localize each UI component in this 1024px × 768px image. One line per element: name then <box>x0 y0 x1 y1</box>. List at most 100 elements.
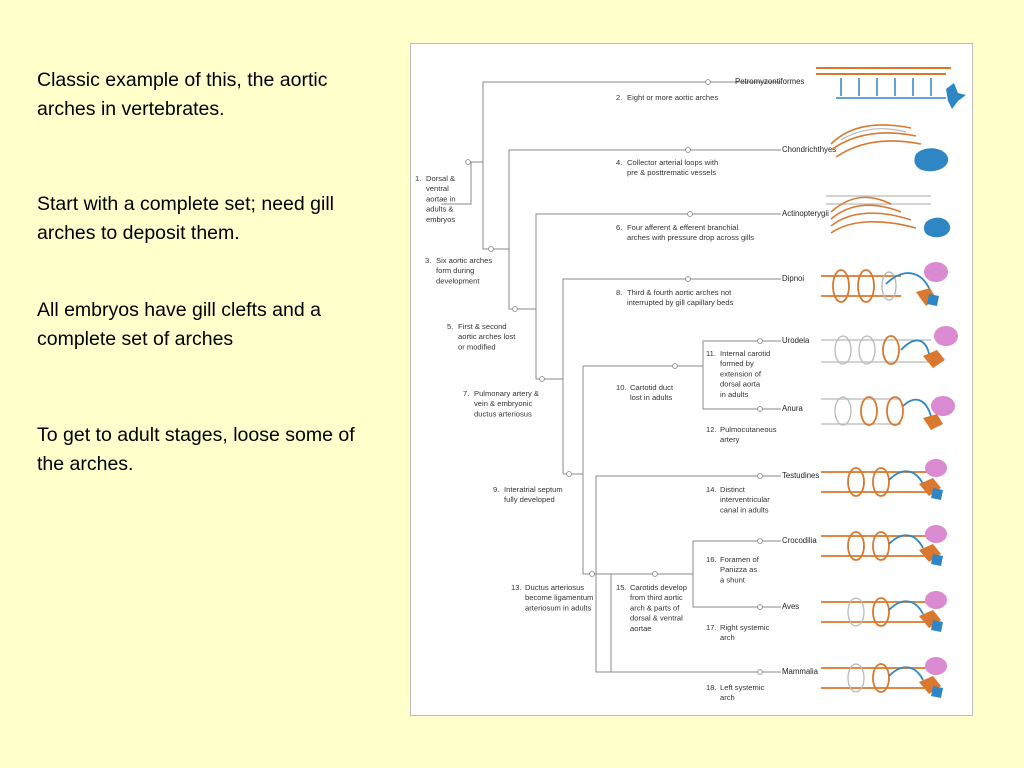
character-text-line: interrupted by gill capillary beds <box>627 298 734 307</box>
character-number: 4. <box>616 158 622 167</box>
character-text-line: Left systemic <box>720 683 765 692</box>
taxon-crocodilia: Crocodilia <box>782 536 817 545</box>
character-text-line: from third aortic <box>630 593 683 602</box>
character-text-line: Ductus arteriosus <box>525 583 584 592</box>
taxon-dipnoi: Dipnoi <box>782 274 804 283</box>
taxon-mammalia: Mammalia <box>782 667 819 676</box>
taxon-petromyzontiformes: Petromyzontiformes <box>735 77 804 86</box>
character-text-line: Distinct <box>720 485 746 494</box>
character-text-line: Third & fourth aortic arches not <box>627 288 732 297</box>
character-text-line: canal in adults <box>720 505 769 514</box>
character-text-line: in adults <box>720 390 748 399</box>
character-number: 8. <box>616 288 622 297</box>
character-text-line: vein & embryonic <box>474 399 532 408</box>
character-number: 5. <box>447 322 453 331</box>
character-text-line: Four afferent & efferent branchial <box>627 223 738 232</box>
taxon-aves: Aves <box>782 602 799 611</box>
character-text-line: development <box>436 276 480 285</box>
sketch-mammal <box>821 657 947 698</box>
character-text-line: Dorsal & <box>426 174 455 183</box>
sketch-salamander <box>821 326 958 368</box>
character-text-line: artery <box>720 435 740 444</box>
character-text-line: dorsal aorta <box>720 380 761 389</box>
character-text-line: interventricular <box>720 495 770 504</box>
sketch-shark <box>830 124 949 172</box>
paragraph-aortic-arches: Classic example of this, the aortic arch… <box>37 69 328 120</box>
cladogram-figure: Petromyzontiformes Chondrichthyes Actino… <box>410 43 973 716</box>
character-nodes <box>465 79 763 675</box>
character-text-line: ductus arteriosus <box>474 409 532 418</box>
sketch-bird <box>821 591 947 632</box>
sketch-turtle <box>821 459 947 500</box>
character-number: 11. <box>706 349 716 358</box>
paragraph-adult-stages: To get to adult stages, loose some of th… <box>37 424 355 475</box>
character-text-line: form during <box>436 266 474 275</box>
character-text-line: arch <box>720 693 735 702</box>
paragraph-gill-clefts: All embryos have gill clefts and a compl… <box>37 299 321 350</box>
character-text-line: Collector arterial loops with <box>627 158 718 167</box>
taxon-urodela: Urodela <box>782 336 810 345</box>
cladogram-svg: Petromyzontiformes Chondrichthyes Actino… <box>415 67 966 702</box>
taxon-labels: Petromyzontiformes Chondrichthyes Actino… <box>735 77 836 676</box>
taxon-testudines: Testudines <box>782 471 819 480</box>
character-text-line: or modified <box>458 342 496 351</box>
character-text-line: arteriosum in adults <box>525 603 591 612</box>
character-text-line: a shunt <box>720 575 746 584</box>
character-text-line: ventral <box>426 184 449 193</box>
character-text-line: aortae <box>630 624 652 633</box>
character-number: 6. <box>616 223 622 232</box>
character-number: 12. <box>706 425 717 434</box>
character-text-line: extension of <box>720 369 762 378</box>
character-text-line: arches with pressure drop across gills <box>627 233 754 242</box>
character-text-line: Pulmocutaneous <box>720 425 777 434</box>
character-text-line: Pulmonary artery & <box>474 389 539 398</box>
character-text-line: dorsal & ventral <box>630 614 683 623</box>
character-number: 9. <box>493 485 499 494</box>
character-number: 17. <box>706 623 717 632</box>
character-text-line: Interatrial septum <box>504 485 563 494</box>
character-text-line: aortae in <box>426 194 456 203</box>
character-text-line: arch & parts of <box>630 603 680 612</box>
character-text-line: Foramen of <box>720 555 760 564</box>
character-number: 10. <box>616 383 627 392</box>
character-text-line: adults & <box>426 205 453 214</box>
character-text-line: Right systemic <box>720 623 770 632</box>
sketch-crocodile <box>821 525 947 566</box>
character-number: 15. <box>616 583 627 592</box>
character-number: 7. <box>463 389 469 398</box>
sketch-lungfish <box>821 262 948 306</box>
character-number: 18. <box>706 683 717 692</box>
character-number: 14. <box>706 485 717 494</box>
character-number: 16. <box>706 555 717 564</box>
character-number: 3. <box>425 256 431 265</box>
character-text-line: embryos <box>426 215 455 224</box>
circulation-sketches <box>816 67 966 698</box>
taxon-actinopterygii: Actinopterygii <box>782 209 829 218</box>
character-number: 1. <box>415 174 421 183</box>
character-text-line: aortic arches lost <box>458 332 516 341</box>
character-text-line: become ligamentum <box>525 593 593 602</box>
taxon-anura: Anura <box>782 404 803 413</box>
sketch-lamprey <box>816 67 966 109</box>
sketch-frog <box>821 396 955 430</box>
character-text-line: pre & posttrematic vessels <box>627 168 716 177</box>
character-text-line: Eight or more aortic arches <box>627 93 718 102</box>
